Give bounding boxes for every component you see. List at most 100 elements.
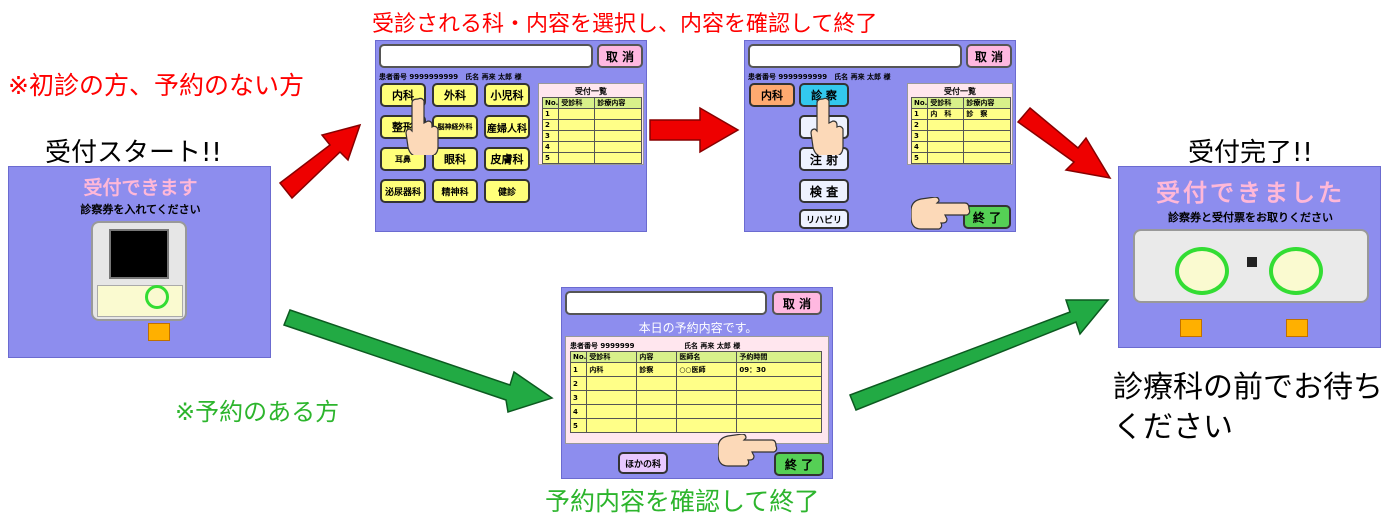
table-row: 3 — [569, 390, 822, 405]
reservation-title: 本日の予約内容です。 — [638, 321, 758, 335]
reservation-end-button[interactable]: 終 了 — [774, 452, 824, 476]
row-dept: 内 科 — [927, 108, 965, 120]
reservation-panel: 患者番号 9999999 氏名 再来 太郎 様 No. 受診科 内容 医師名 予… — [565, 336, 829, 444]
row-no: 1 — [541, 108, 560, 120]
dept-button-pediatrics[interactable]: 小児科 — [484, 83, 530, 107]
screen-dept-select: 取 消 患者番号 9999999999 氏名 再来 太郎 様 内科 外科 小児科… — [375, 40, 647, 232]
row-content: 診察 — [636, 362, 678, 377]
ticket-return-highlight — [1269, 247, 1323, 295]
reservation-input-bar[interactable] — [565, 291, 767, 315]
table-row: 4 — [541, 141, 642, 153]
col-content: 内容 — [636, 351, 678, 363]
dept-button-urology[interactable]: 泌尿器科 — [380, 179, 426, 203]
content-button-rehab[interactable]: リハビリ — [799, 209, 849, 229]
screen-done: 受付できました 診察券と受付票をお取りください — [1118, 166, 1381, 348]
content-list-title: 受付一覧 — [944, 87, 976, 96]
insert-card-arrow-icon — [148, 323, 170, 341]
dept-patient-info: 患者番号 9999999999 氏名 再来 太郎 様 — [379, 73, 522, 81]
red-arrow-start-to-dept — [278, 123, 362, 200]
dept-button-obgyn[interactable]: 産婦人科 — [484, 115, 530, 139]
card-arrow-icon — [1180, 319, 1202, 337]
col-content: 診療内容 — [963, 97, 1011, 109]
col-content: 診療内容 — [594, 97, 642, 109]
table-row: 2 — [569, 376, 822, 391]
row-dept: 内科 — [586, 362, 638, 377]
row-no: 4 — [541, 141, 560, 153]
reception-start-label: 受付スタート!! — [45, 138, 222, 168]
screen-content-select: 取 消 患者番号 9999999999 氏名 再来 太郎 様 内科 診 察 注 … — [744, 40, 1016, 232]
dept-cancel-button[interactable]: 取 消 — [597, 44, 643, 68]
table-header: No. 受診科 内容 医師名 予約時間 — [569, 351, 822, 363]
reservation-patient-no: 患者番号 9999999 — [570, 342, 635, 350]
table-header: No. 受診科 診療内容 — [910, 97, 1011, 109]
row-no: 2 — [541, 119, 560, 131]
dept-button-checkup[interactable]: 健診 — [484, 179, 530, 203]
red-arrow-dept-to-content — [649, 106, 740, 154]
screen-start: 受付できます 診察券を入れてください — [8, 166, 271, 358]
content-input-bar[interactable] — [748, 44, 962, 68]
row-no: 1 — [569, 362, 588, 377]
kiosk-base — [97, 285, 183, 317]
table-row: 2 — [910, 119, 1011, 131]
table-header: No. 受診科 診療内容 — [541, 97, 642, 109]
dept-button-psychiatry[interactable]: 精神科 — [432, 179, 478, 203]
start-title: 受付できます — [83, 177, 198, 199]
green-arrow-reservation-to-done — [849, 299, 1110, 411]
reserved-label: ※予約のある方 — [175, 398, 340, 426]
table-row: 5 — [541, 152, 642, 164]
dept-list-table: No. 受診科 診療内容 1 2 3 4 5 — [541, 97, 642, 164]
content-button-test[interactable]: 検 査 — [799, 179, 849, 203]
table-row: 1 内科 診察 ○○医師 09：30 — [569, 362, 822, 377]
reservation-cancel-button[interactable]: 取 消 — [772, 291, 822, 315]
wait-label-line1: 診療科の前でお待ち — [1113, 370, 1383, 405]
dept-input-bar[interactable] — [379, 44, 593, 68]
wait-label-line2: ください — [1113, 410, 1233, 445]
done-subtitle: 診察券と受付票をお取りください — [1168, 211, 1333, 224]
dept-button-ophthalmology[interactable]: 眼科 — [432, 147, 478, 171]
reception-done-label: 受付完了!! — [1188, 138, 1313, 168]
select-dept-label: 受診される科・内容を選択し、内容を確認して終了 — [372, 12, 878, 37]
col-no: No. — [541, 97, 560, 109]
content-end-button[interactable]: 終 了 — [963, 205, 1011, 229]
col-dept: 受診科 — [558, 97, 596, 109]
dept-button-surgery[interactable]: 外科 — [432, 83, 478, 107]
table-row: 1 内 科 診 察 — [910, 108, 1011, 120]
screen-reservation: 取 消 本日の予約内容です。 患者番号 9999999 氏名 再来 太郎 様 N… — [561, 287, 833, 479]
col-doctor: 医師名 — [676, 351, 738, 363]
done-title: 受付できました — [1156, 179, 1345, 207]
row-no: 3 — [541, 130, 560, 142]
start-subtitle: 診察券を入れてください — [80, 203, 201, 216]
row-no: 5 — [541, 152, 560, 164]
row-no: 3 — [569, 390, 588, 405]
reservation-patient-name: 氏名 再来 太郎 様 — [684, 342, 741, 350]
kiosk-front — [1133, 229, 1369, 303]
row-no: 1 — [910, 108, 929, 120]
row-doctor: ○○医師 — [676, 362, 738, 377]
pointing-hand-right-icon — [911, 197, 971, 230]
other-dept-button[interactable]: ほかの科 — [618, 452, 668, 474]
dept-button-dermatology[interactable]: 皮膚科 — [484, 147, 530, 171]
ticket-arrow-icon — [1286, 319, 1308, 337]
selected-dept-button[interactable]: 内科 — [749, 83, 795, 107]
row-content: 診 察 — [963, 108, 1011, 120]
row-no: 4 — [569, 404, 588, 419]
slot-marker — [1247, 257, 1257, 267]
col-no: No. — [569, 351, 588, 363]
table-row: 5 — [910, 152, 1011, 164]
pointing-hand-icon — [810, 97, 844, 155]
row-no: 2 — [910, 119, 929, 131]
table-row: 2 — [541, 119, 642, 131]
content-cancel-button[interactable]: 取 消 — [966, 44, 1012, 68]
first-visit-label: ※初診の方、予約のない方 — [8, 71, 304, 100]
row-no: 4 — [910, 141, 929, 153]
reservation-table: No. 受診科 内容 医師名 予約時間 1 内科 診察 ○○医師 09：30 2… — [569, 351, 822, 433]
col-no: No. — [910, 97, 929, 109]
row-time: 09：30 — [736, 362, 822, 377]
table-row: 4 — [569, 404, 822, 419]
card-return-highlight — [1175, 247, 1229, 295]
content-patient-info: 患者番号 9999999999 氏名 再来 太郎 様 — [748, 73, 891, 81]
table-row: 1 — [541, 108, 642, 120]
dept-button-ent[interactable]: 耳鼻 — [380, 147, 426, 171]
col-time: 予約時間 — [736, 351, 822, 363]
